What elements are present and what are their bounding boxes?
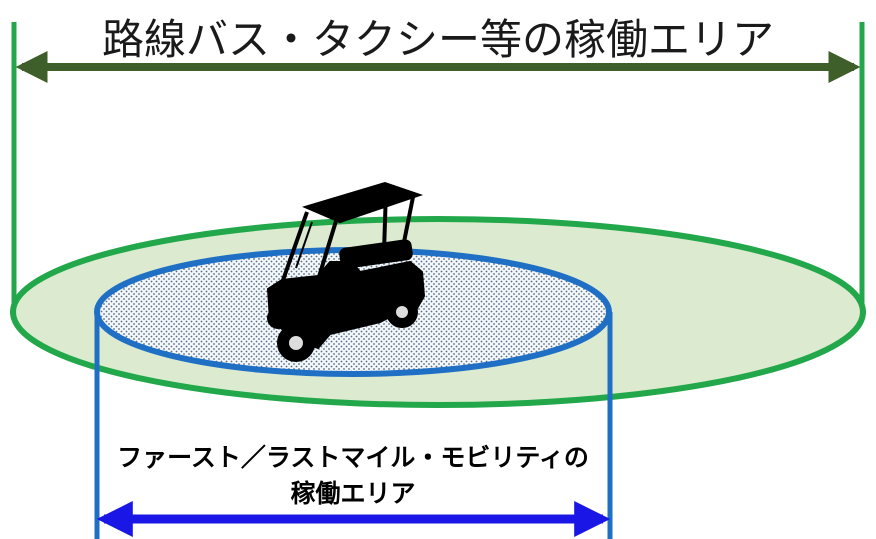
golf-cart-icon: [266, 181, 426, 362]
inner-area-label-line1: ファースト／ラストマイル・モビリティの: [117, 443, 589, 472]
inner-area-label-line2: 稼働エリア: [290, 479, 415, 508]
outer-area-label: 路線バス・タクシー等の稼働エリア: [102, 15, 774, 64]
